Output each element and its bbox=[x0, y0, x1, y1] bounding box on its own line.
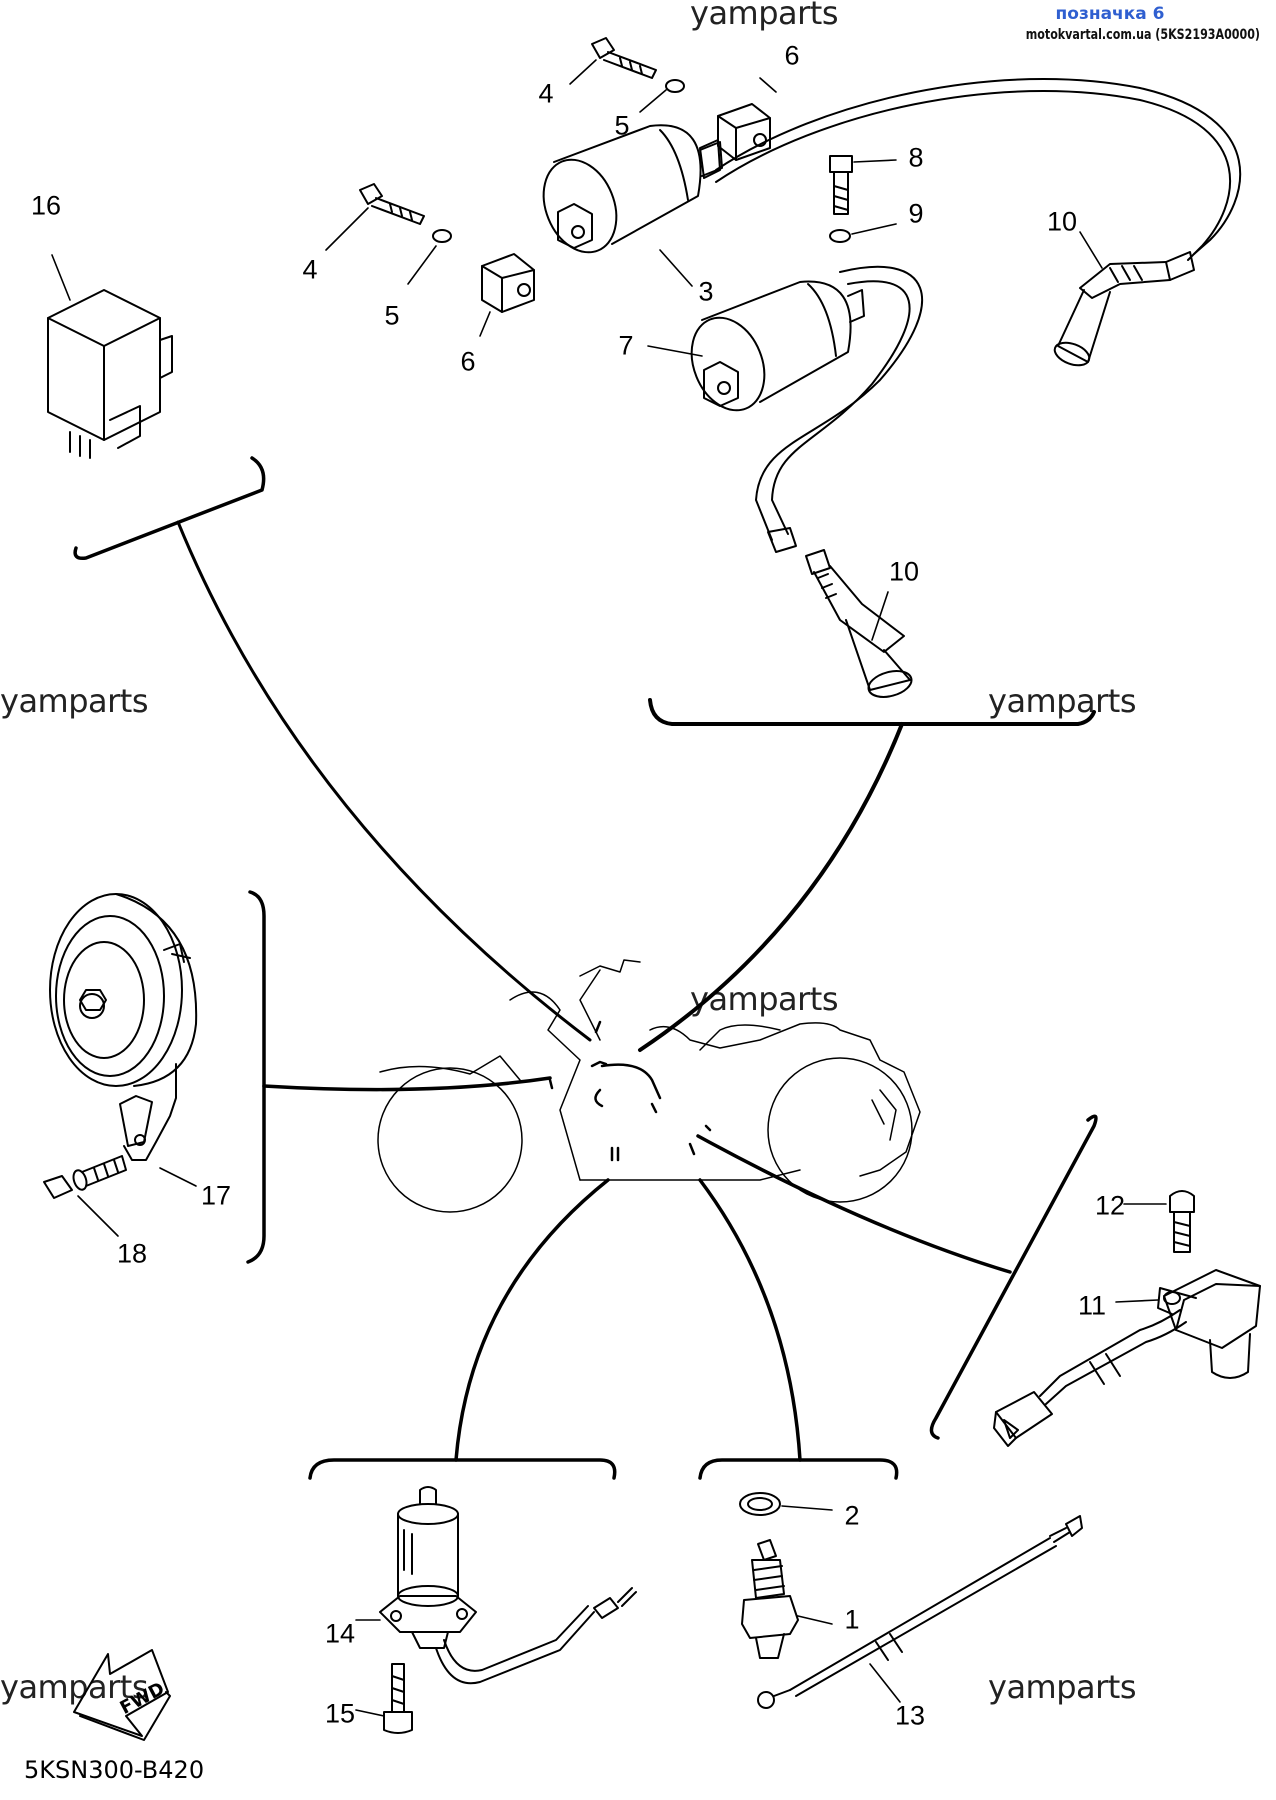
site-reference: motokvartal.com.ua (5KS2193A0000) bbox=[1025, 27, 1260, 43]
part-number-8: 8 bbox=[908, 142, 924, 173]
diagram-code: 5KSN300-B420 bbox=[24, 1756, 205, 1784]
watermark: yamparts bbox=[988, 682, 1137, 720]
part-number-4: 4 bbox=[538, 78, 554, 109]
part-number-1: 1 bbox=[844, 1604, 860, 1635]
bolt-12 bbox=[1169, 1190, 1195, 1253]
watermark: yamparts bbox=[988, 1668, 1137, 1706]
part-number-15: 15 bbox=[324, 1698, 356, 1729]
watermark: yamparts bbox=[690, 980, 839, 1018]
part-number-11: 11 bbox=[1077, 1290, 1107, 1321]
relay-unit-16 bbox=[47, 289, 173, 459]
part-number-16: 16 bbox=[30, 190, 62, 221]
bolt-18 bbox=[43, 1155, 127, 1199]
plug-cap-10-upper bbox=[1053, 251, 1195, 367]
watermark: yamparts bbox=[0, 1668, 149, 1706]
sensor-11 bbox=[993, 1269, 1261, 1447]
bracket-6-upper bbox=[699, 103, 771, 179]
horn-17 bbox=[49, 893, 198, 1161]
watermark: yamparts bbox=[690, 0, 839, 32]
harness-connectors bbox=[548, 1020, 712, 1162]
ignition-coil-7 bbox=[690, 280, 865, 412]
tag-label[interactable]: позначка 6 bbox=[1055, 4, 1165, 24]
bolt-4-lower bbox=[359, 183, 425, 225]
screw-15 bbox=[383, 1663, 413, 1734]
plug-cap-10-lower bbox=[805, 549, 913, 698]
part-number-13: 13 bbox=[894, 1700, 926, 1731]
motorcycle-silhouette bbox=[377, 959, 921, 1213]
part-number-10: 10 bbox=[888, 556, 920, 587]
part-number-9: 9 bbox=[908, 198, 924, 229]
part-number-14: 14 bbox=[324, 1618, 356, 1649]
bracket-6-lower bbox=[481, 253, 535, 313]
part-number-7: 7 bbox=[618, 330, 634, 361]
part-number-3: 3 bbox=[698, 276, 714, 307]
fwd-arrow bbox=[73, 1649, 171, 1741]
part-number-6: 6 bbox=[460, 346, 476, 377]
part-number-6: 6 bbox=[784, 40, 800, 71]
wire-lead-13 bbox=[757, 1515, 1083, 1709]
part-number-5: 5 bbox=[384, 300, 400, 331]
ignition-coil-3 bbox=[542, 124, 723, 254]
bolt-8 bbox=[829, 155, 853, 215]
part-number-2: 2 bbox=[844, 1500, 860, 1531]
watermark: yamparts bbox=[0, 682, 149, 720]
part-number-17: 17 bbox=[200, 1180, 232, 1211]
part-number-5: 5 bbox=[614, 110, 630, 141]
part-number-12: 12 bbox=[1094, 1190, 1126, 1221]
switch-14 bbox=[379, 1486, 637, 1685]
bolt-4-upper bbox=[591, 37, 657, 79]
part-number-4: 4 bbox=[302, 254, 318, 285]
part-number-18: 18 bbox=[116, 1238, 148, 1269]
sender-1 bbox=[741, 1539, 799, 1659]
part-number-10: 10 bbox=[1046, 206, 1078, 237]
